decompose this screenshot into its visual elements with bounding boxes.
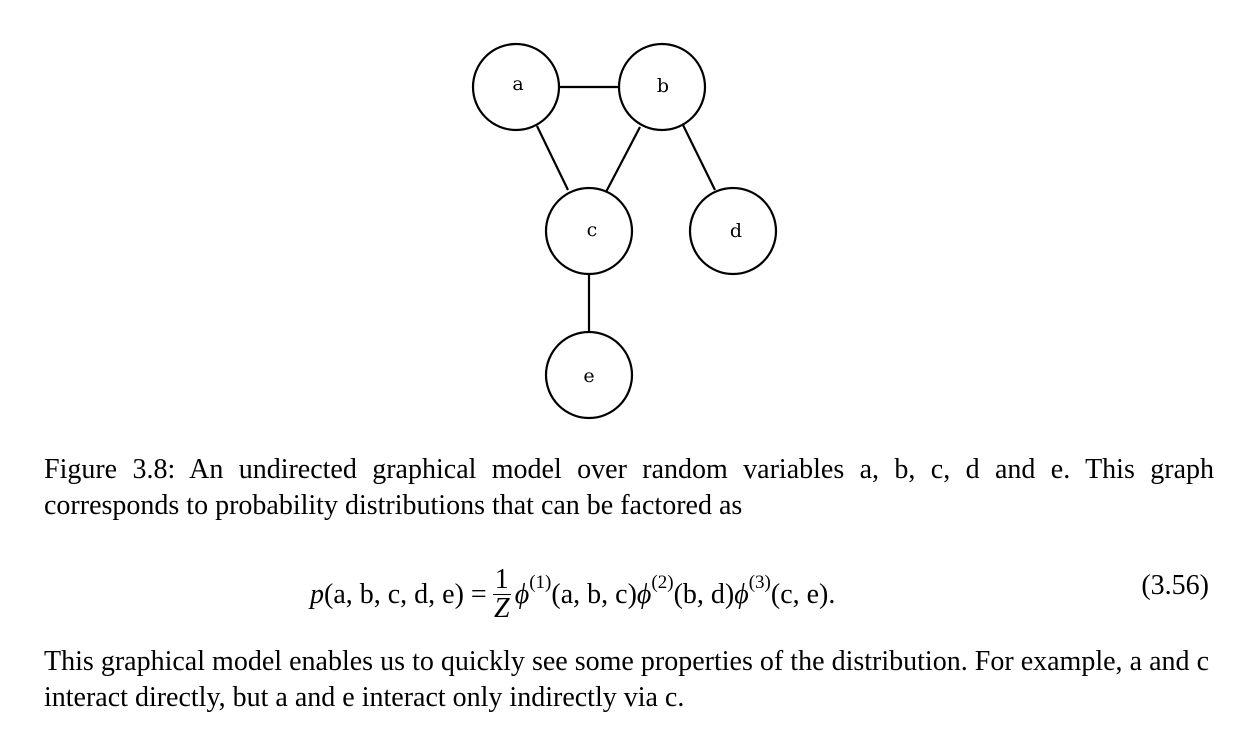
eq-lhs-args: (a, b, c, d, e) =	[324, 578, 487, 610]
eq-phi-2: ϕ	[636, 578, 652, 610]
node-a-label: a	[512, 73, 523, 95]
eq-frac-denominator: Z	[493, 593, 510, 624]
equation-row: p (a, b, c, d, e) = 1 Z ϕ (1) (a, b, c) …	[44, 556, 1209, 626]
eq-phi-3: ϕ	[734, 578, 749, 610]
eq-phi-1: ϕ	[514, 578, 530, 610]
eq-fraction: 1 Z	[492, 564, 511, 624]
eq-sup-3: (3)	[748, 571, 771, 593]
node-d-label: d	[730, 220, 742, 242]
node-a: a	[471, 42, 561, 132]
node-b: b	[617, 42, 707, 132]
eq-p: p	[310, 578, 324, 610]
eq-frac-numerator: 1	[492, 564, 511, 595]
node-c: c	[544, 186, 634, 276]
edge-b-c	[605, 126, 641, 193]
factorization-equation: p (a, b, c, d, e) = 1 Z ϕ (1) (a, b, c) …	[310, 566, 835, 623]
eq-sup-2: (2)	[651, 571, 674, 593]
eq-args-1: (a, b, c)	[551, 578, 637, 610]
node-e-label: e	[583, 365, 594, 387]
graphical-model-diagram: a b c d e	[471, 42, 778, 420]
node-b-label: b	[657, 75, 669, 97]
equation-number: (3.56)	[1141, 570, 1209, 601]
eq-args-2: (b, d)	[673, 578, 735, 610]
edge-b-d	[682, 124, 716, 191]
node-e: e	[544, 330, 634, 420]
edge-a-c	[536, 125, 569, 191]
eq-args-3: (c, e).	[770, 578, 836, 610]
node-d: d	[688, 186, 778, 276]
eq-sup-1: (1)	[529, 571, 552, 593]
node-c-label: c	[587, 219, 598, 241]
body-paragraph: This graphical model enables us to quick…	[44, 646, 1209, 713]
figure-caption: Figure 3.8: An undirected graphical mode…	[44, 454, 1214, 521]
